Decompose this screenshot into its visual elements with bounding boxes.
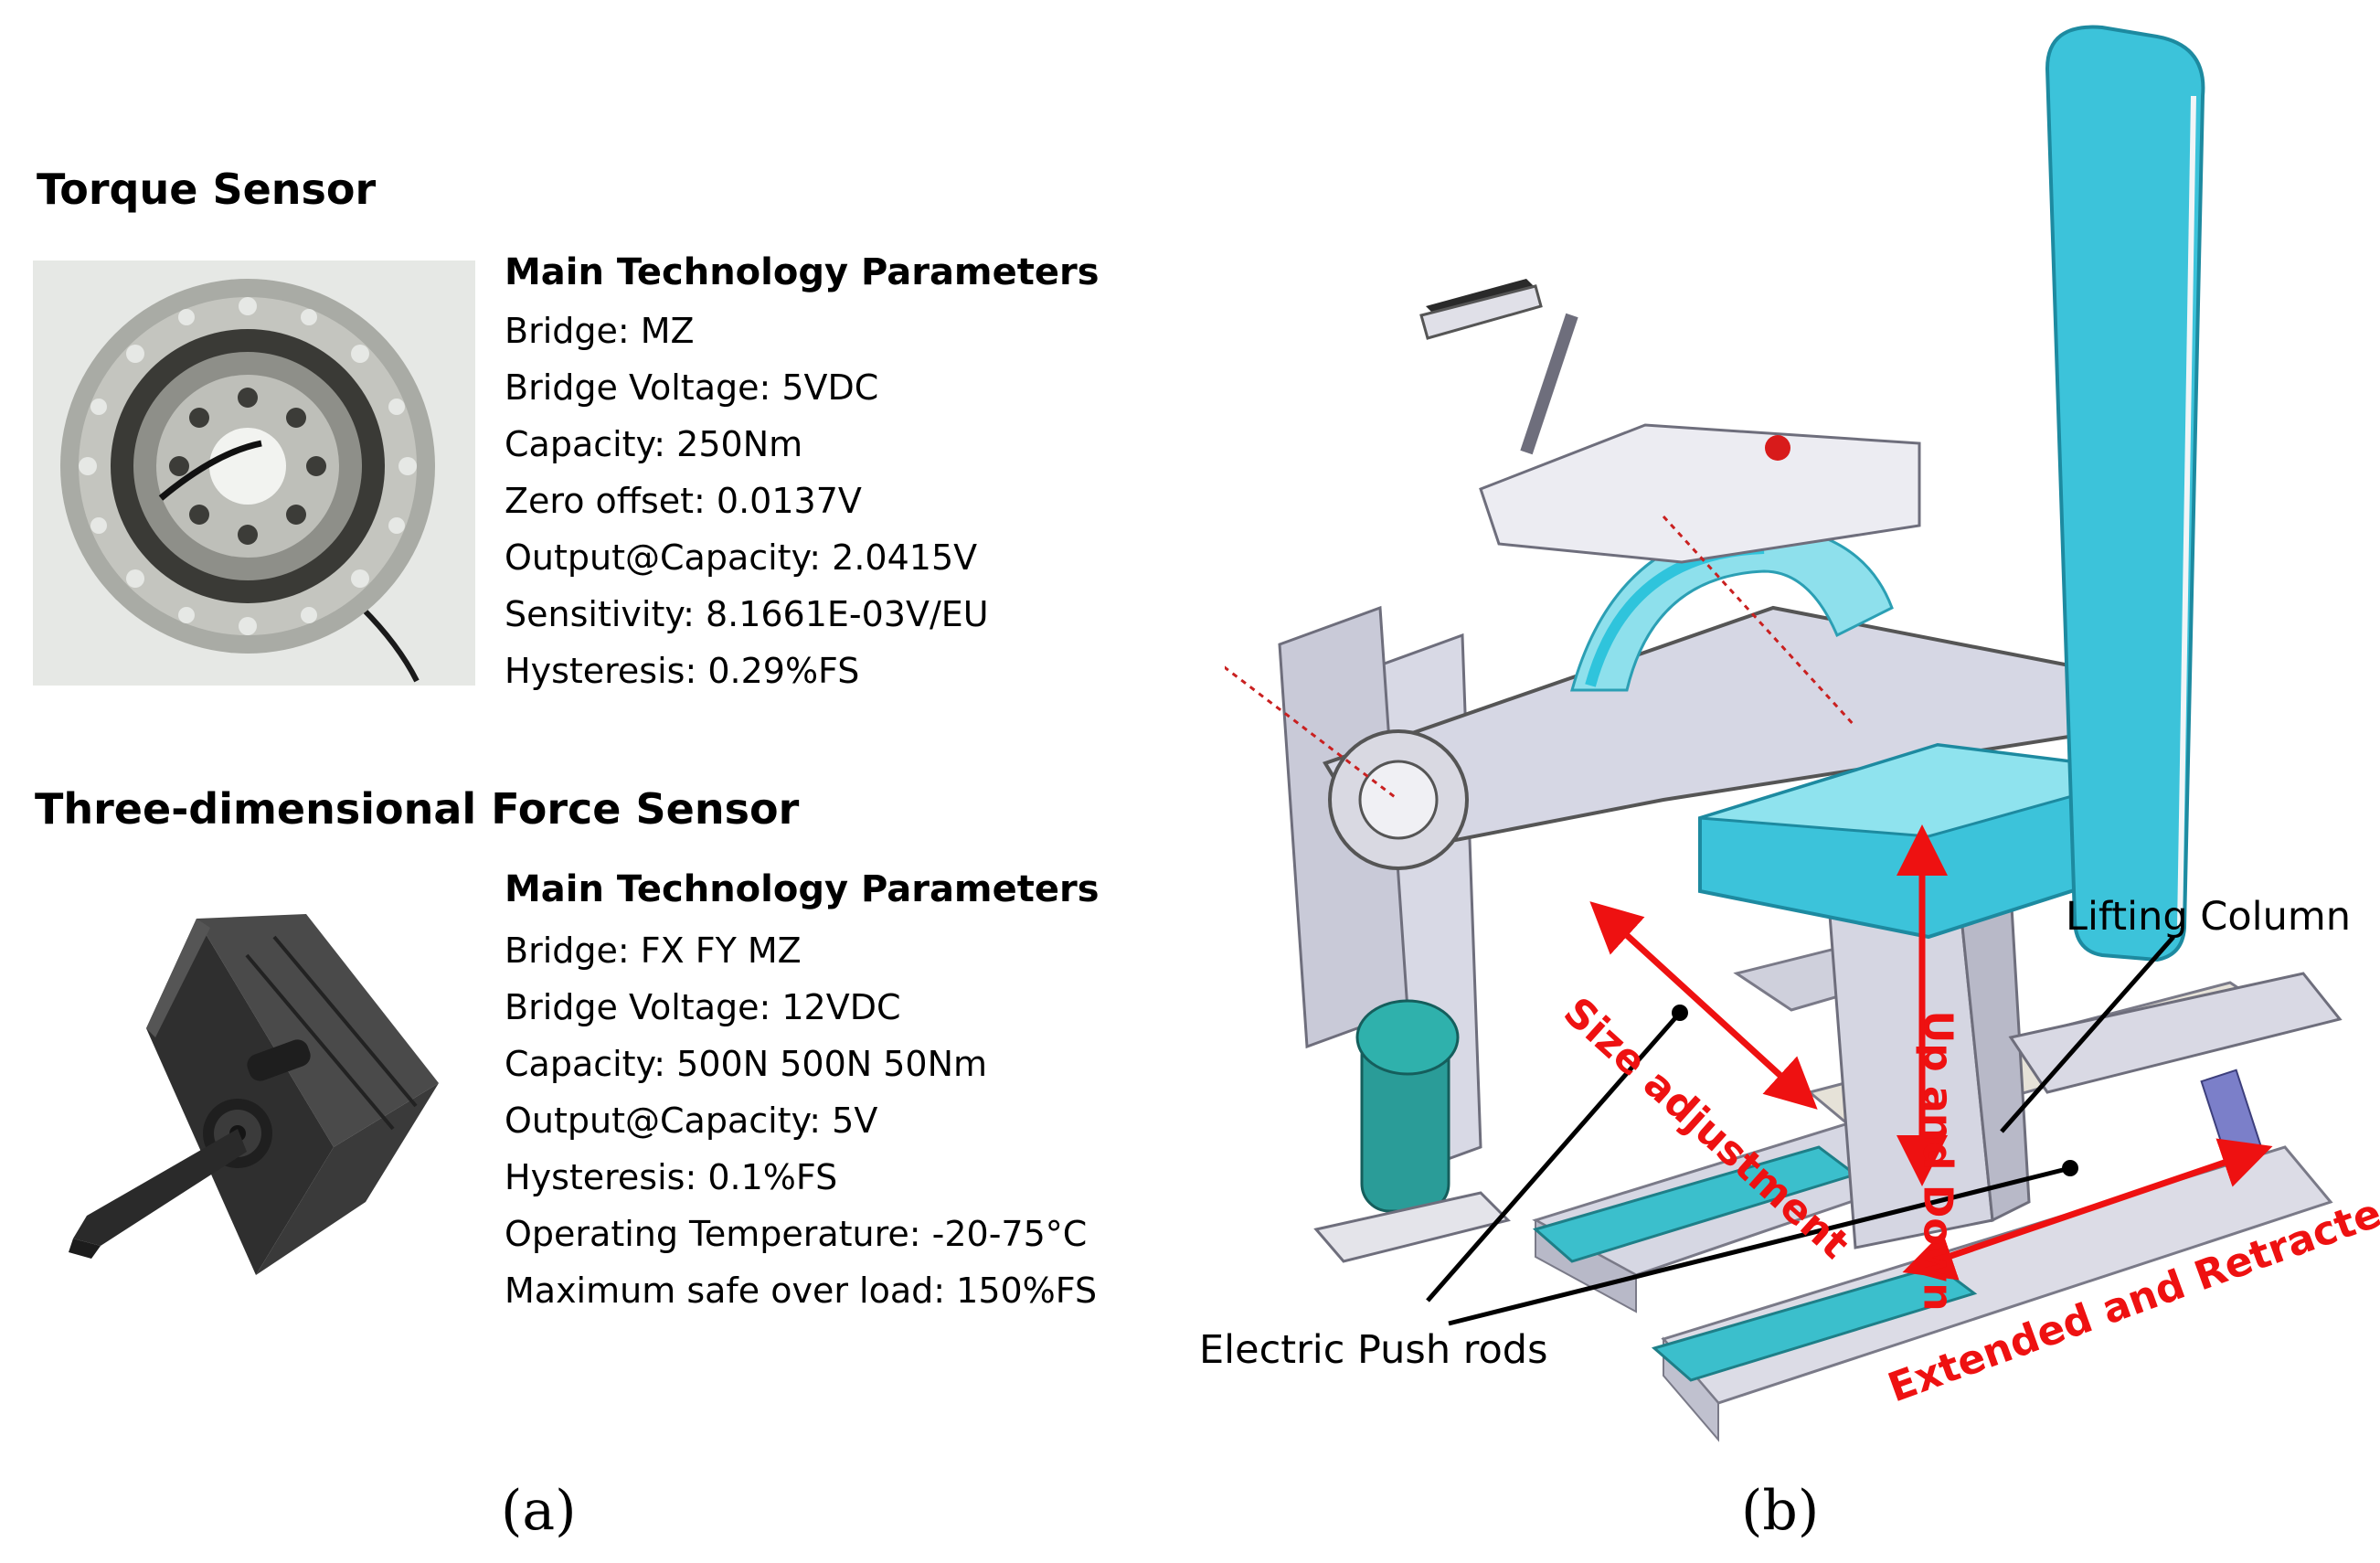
size-adjustment-arrow	[1589, 901, 1818, 1110]
up-and-down-label: Up and Down	[1914, 1010, 1961, 1312]
extend-retract-arrow	[1902, 1138, 2273, 1281]
torque-param-item: Hysteresis: 0.29%FS	[505, 651, 860, 691]
push-rod-leader-2	[1448, 1165, 2071, 1326]
force-param-item: Bridge: FX FY MZ	[505, 930, 802, 971]
panel-a-caption: (a)	[501, 1479, 577, 1543]
torque-param-item: Output@Capacity: 2.0415V	[505, 537, 978, 578]
torque-sensor-heading: Torque Sensor	[37, 165, 377, 214]
force-param-item: Output@Capacity: 5V	[505, 1100, 878, 1141]
torque-params-list: Bridge: MZ Bridge Voltage: 5VDC Capacity…	[505, 303, 989, 699]
torque-sensor-image	[33, 260, 475, 686]
force-param-item: Bridge Voltage: 12VDC	[505, 987, 901, 1027]
force-param-item: Hysteresis: 0.1%FS	[505, 1157, 838, 1197]
panel-b-caption: (b)	[1741, 1479, 1820, 1543]
torque-param-item: Capacity: 250Nm	[505, 424, 803, 464]
torque-param-item: Bridge: MZ	[505, 311, 695, 351]
force-params-title: Main Technology Parameters	[505, 868, 1100, 910]
torque-param-item: Sensitivity: 8.1661E-03V/EU	[505, 594, 989, 634]
force-params-list: Bridge: FX FY MZ Bridge Voltage: 12VDC C…	[505, 922, 1097, 1319]
force-sensor-heading: Three-dimensional Force Sensor	[35, 784, 800, 834]
torque-params-title: Main Technology Parameters	[505, 251, 1100, 293]
force-sensor-image	[64, 900, 466, 1293]
electric-push-rods-label: Electric Push rods	[1199, 1327, 1548, 1373]
force-param-item: Capacity: 500N 500N 50Nm	[505, 1044, 988, 1084]
push-rod-leader-1	[1426, 1011, 1682, 1302]
lifting-column-label: Lifting Column	[2066, 894, 2351, 940]
force-param-item: Maximum safe over load: 150%FS	[505, 1271, 1098, 1311]
torque-param-item: Bridge Voltage: 5VDC	[505, 367, 879, 408]
torque-param-item: Zero offset: 0.0137V	[505, 481, 862, 521]
lifting-column-leader	[2000, 935, 2175, 1133]
force-param-item: Operating Temperature: -20-75°C	[505, 1214, 1088, 1254]
